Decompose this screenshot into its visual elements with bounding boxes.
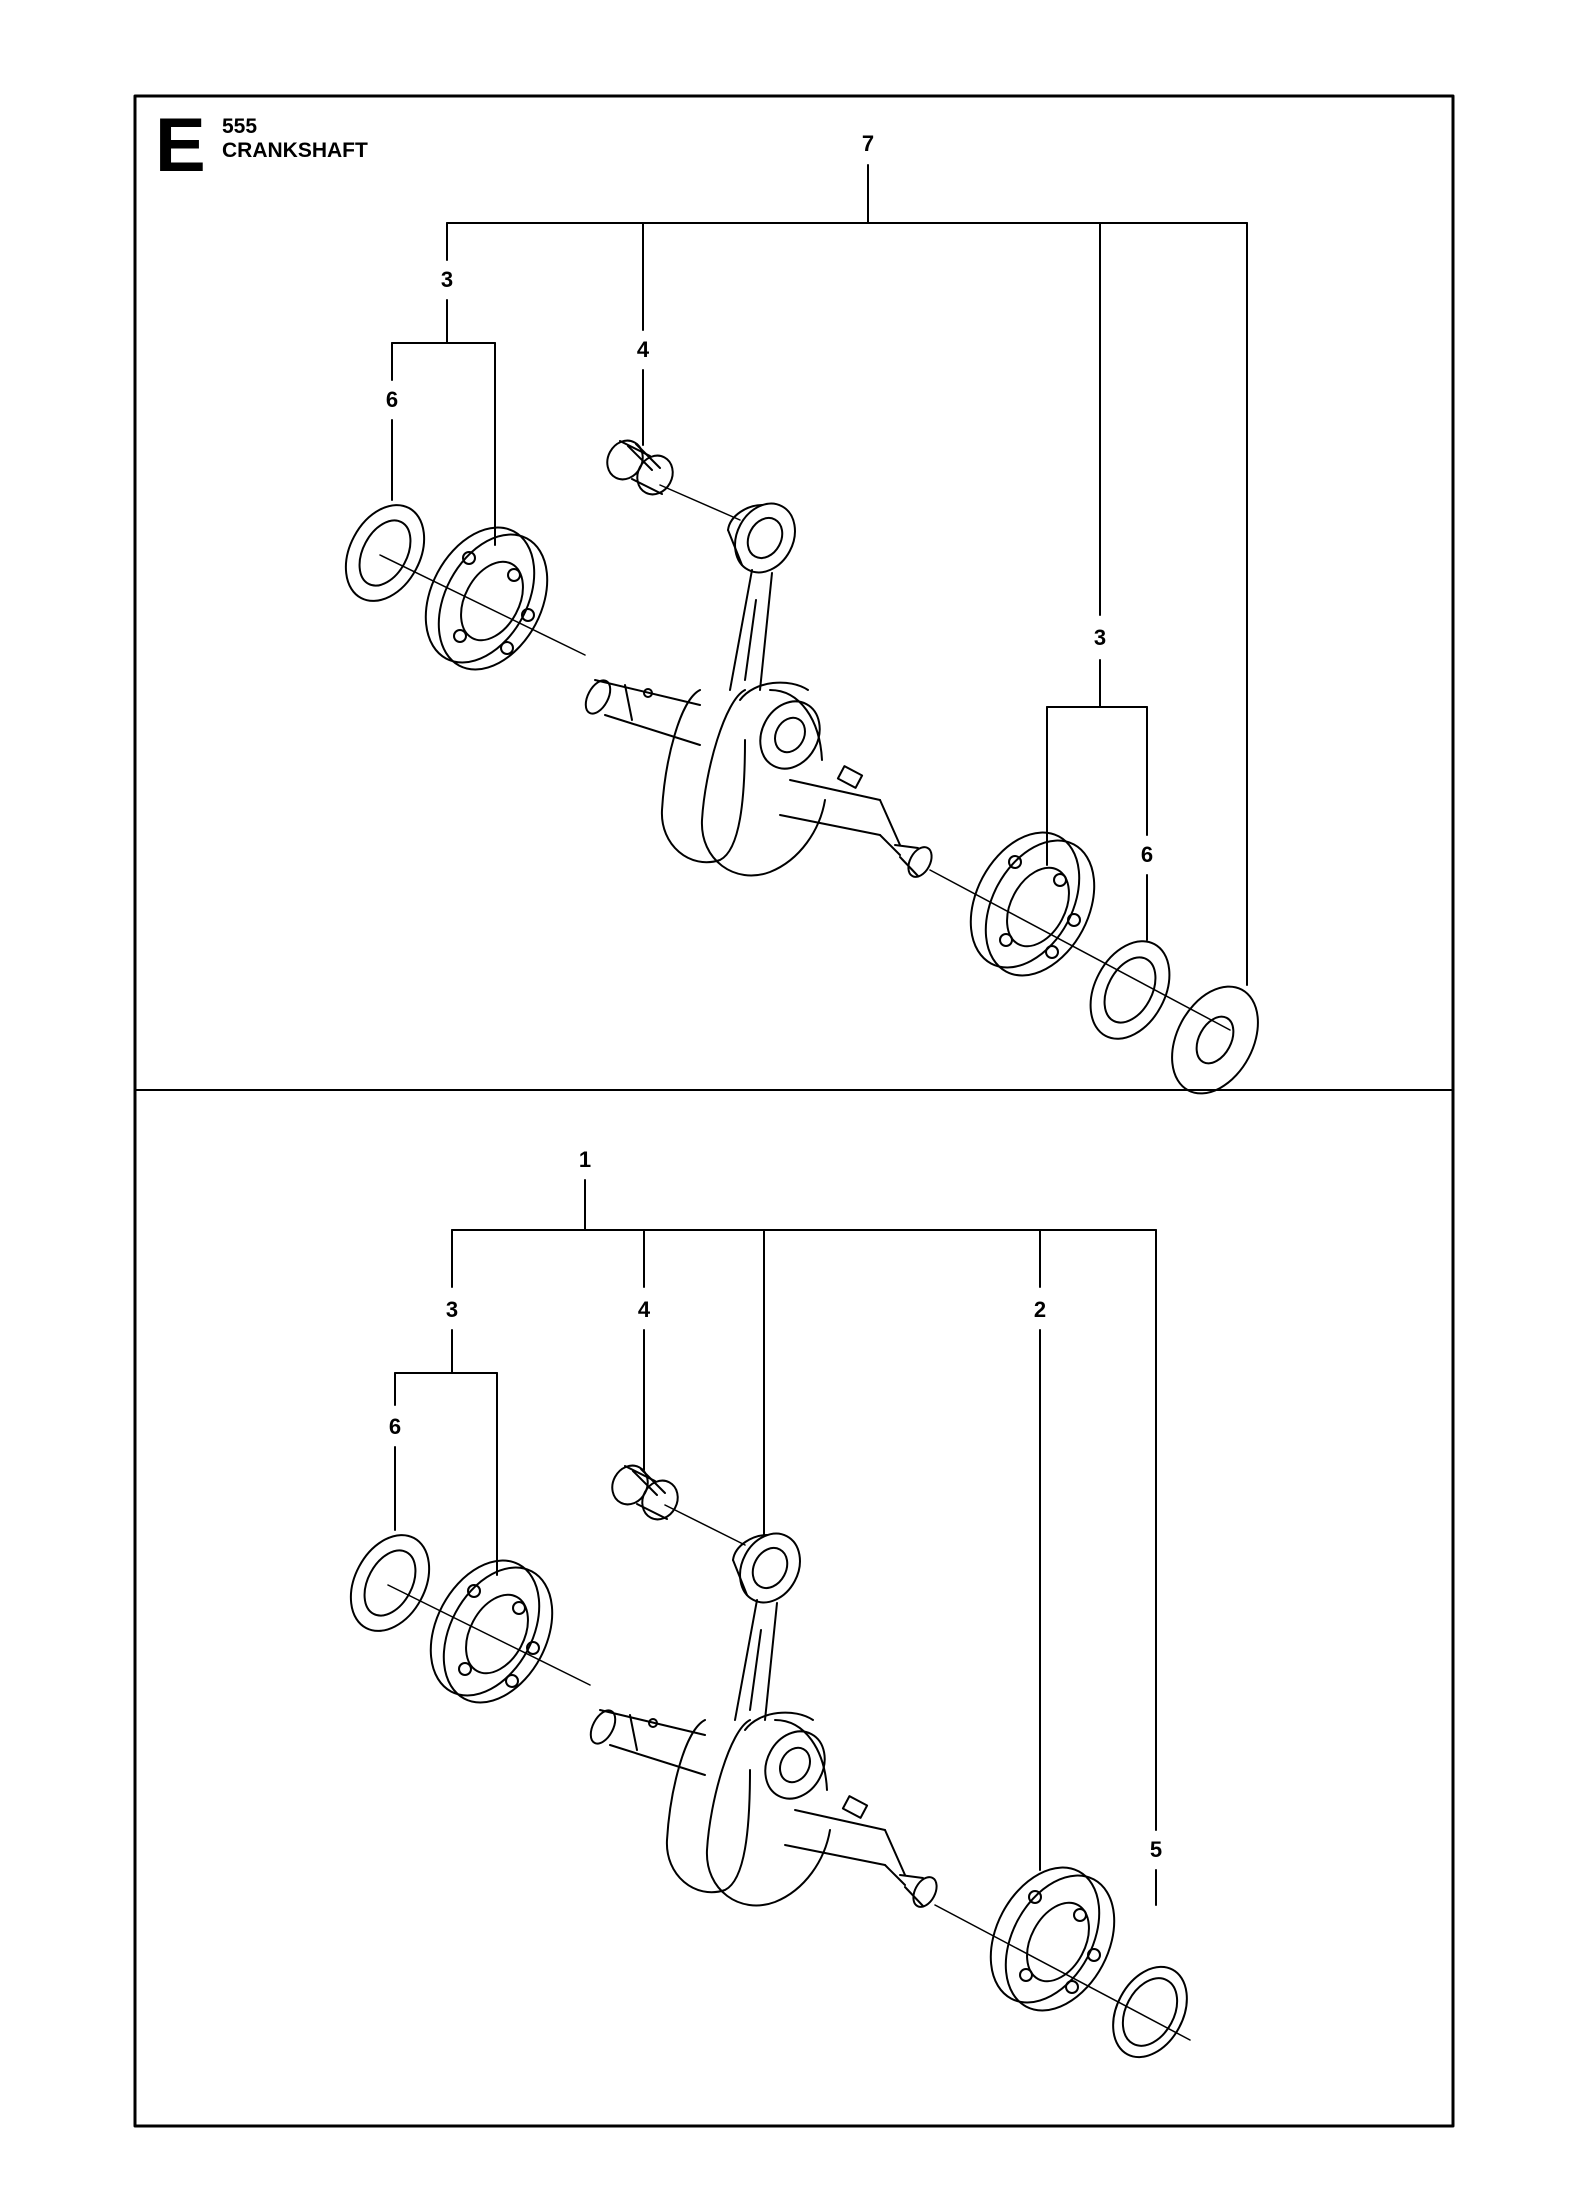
callout-top-right-seal-bearing: 3 [1093, 625, 1107, 650]
section-letter: E [155, 103, 206, 188]
callout-top-right-oil-seal: 6 [1140, 842, 1154, 867]
leader-lines [394, 1179, 1157, 1906]
callout-bottom-washer: 5 [1149, 1837, 1163, 1862]
ball-bearing-left [429, 1559, 554, 1704]
assembly-axis-lines [379, 484, 1231, 1031]
thrust-washer [1171, 985, 1259, 1095]
ball-bearing-right [989, 1866, 1116, 2012]
panel-crankshaft-assembly [349, 1179, 1191, 2059]
panel-assembly-kit [344, 164, 1259, 1095]
callout-bottom-left-oil-seal: 6 [388, 1414, 402, 1439]
callout-top-kit: 7 [861, 131, 875, 156]
crankshaft-with-connecting-rod [589, 1532, 938, 1908]
crankshaft-with-connecting-rod [584, 502, 933, 878]
callout-top-left-oil-seal: 6 [385, 387, 399, 412]
callout-top-needle-bearing: 4 [636, 337, 650, 362]
assembly-axis-lines [387, 1504, 1191, 2041]
needle-bearing [606, 439, 674, 496]
callout-bottom-needle-bearing: 4 [637, 1297, 651, 1322]
callout-bottom-left-seal-bearing: 3 [445, 1297, 459, 1322]
leader-lines [391, 164, 1248, 986]
callout-bottom-crankshaft: 1 [578, 1147, 592, 1172]
model-number: 555 [222, 115, 258, 138]
drawing-frame [133, 94, 1455, 2128]
washer [1112, 1965, 1188, 2059]
oil-seal-left [349, 1534, 431, 1632]
section-title: CRANKSHAFT [222, 139, 368, 162]
callout-top-left-seal-bearing: 3 [440, 267, 454, 292]
oil-seal-left [344, 504, 426, 602]
needle-bearing [611, 1464, 679, 1521]
callout-bottom-ball-bearing: 2 [1033, 1297, 1047, 1322]
oil-seal-right [1089, 940, 1171, 1040]
ball-bearing-right [969, 831, 1096, 977]
ball-bearing-left [424, 526, 549, 671]
